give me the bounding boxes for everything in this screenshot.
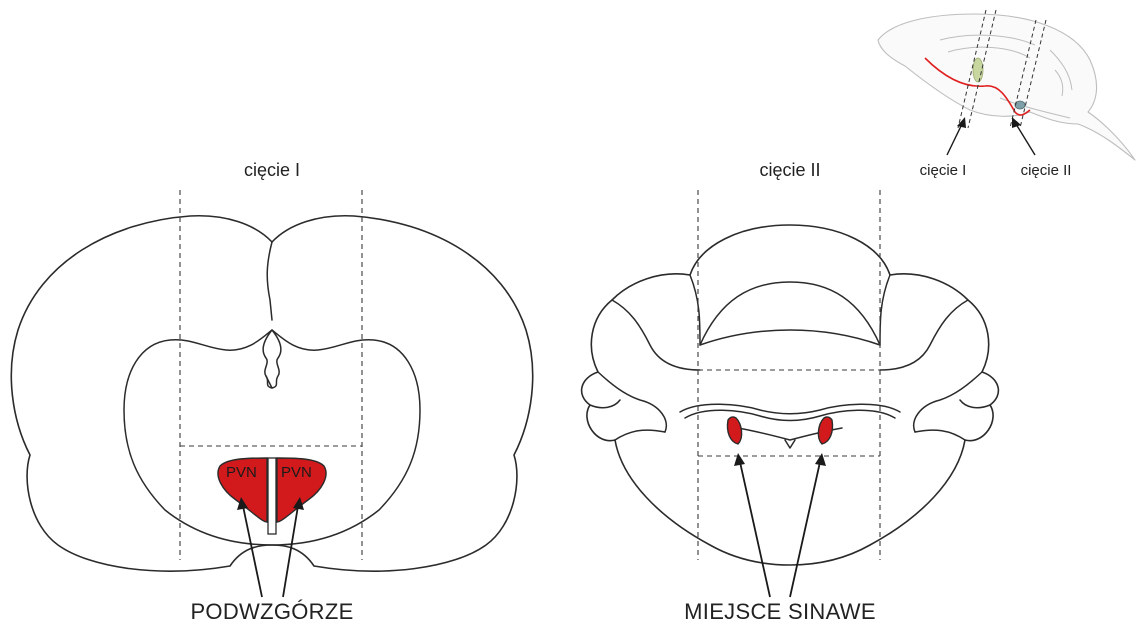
section-2-outline xyxy=(582,225,999,565)
inset-cut-2-label: cięcie II xyxy=(1021,162,1072,179)
section-1-coronal: PVN PVN cięcie I PODWZGÓRZE xyxy=(11,160,532,624)
region-2-label: MIEJSCE SINAWE xyxy=(684,599,876,624)
sagittal-brain-outline xyxy=(878,14,1135,160)
inset-pvn-marker xyxy=(973,58,983,82)
sagittal-inset: cięcie I cięcie II xyxy=(878,10,1135,179)
section-2-coronal: cięcie II MIEJSCE SINAWE xyxy=(582,160,999,624)
pvn-left-label: PVN xyxy=(226,464,257,481)
section-2-title: cięcie II xyxy=(759,160,820,180)
inset-cut-1-label: cięcie I xyxy=(920,162,967,179)
pvn-right-label: PVN xyxy=(281,464,312,481)
section-1-title: cięcie I xyxy=(244,160,300,180)
region-1-label: PODWZGÓRZE xyxy=(190,599,353,624)
